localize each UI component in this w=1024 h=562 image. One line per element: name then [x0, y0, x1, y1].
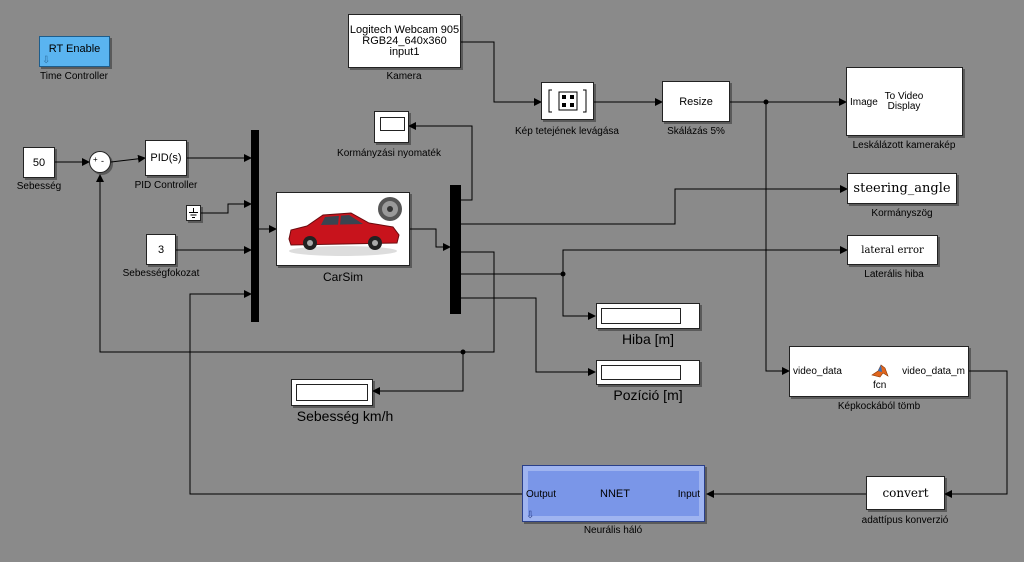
wire-speed-feedback — [96, 174, 495, 353]
hiba-display-value — [601, 308, 681, 324]
nnet-label: Neurális háló — [583, 525, 643, 536]
car-icon — [288, 197, 402, 256]
wire-branch-to-fcn — [765, 102, 790, 375]
sum-minus-sign: - — [101, 156, 104, 166]
wire-branch-to-hiba — [562, 274, 596, 320]
nnet-block[interactable]: Output NNET Input ⇩ — [522, 465, 705, 522]
convert-text: convert — [882, 486, 929, 500]
junction-speed — [460, 349, 466, 355]
wire-sum-to-pid — [110, 154, 146, 163]
video-display-line2: Display — [887, 101, 921, 112]
wire-ground-to-mux — [201, 200, 252, 214]
webcam-label: Kamera — [386, 71, 422, 82]
video-display-label: Leskálázott kamerakép — [852, 140, 956, 151]
sebesseg-display-value — [296, 384, 368, 401]
video-display-block[interactable]: Image To Video Display — [846, 67, 963, 136]
convert-label: adattípus konverzió — [861, 515, 949, 526]
sebesseg-display-label: Sebesség km/h — [296, 408, 394, 424]
matlab-function-icon — [871, 364, 889, 378]
wire-demux-to-lateral — [461, 246, 848, 275]
steering-torque-label: Kormányzási nyomaték — [337, 148, 441, 159]
carsim-label: CarSim — [322, 270, 364, 284]
rt-enable-block[interactable]: RT Enable ⇩ — [39, 36, 110, 67]
crop-icon — [548, 89, 587, 113]
lateral-error-label: Laterális hiba — [864, 269, 924, 280]
video-display-title: To Video Display — [881, 92, 927, 112]
junction-lateral — [560, 271, 566, 277]
ground-block[interactable] — [186, 205, 201, 221]
steering-angle-text: steering_angle — [853, 181, 951, 196]
convert-block[interactable]: convert — [866, 476, 945, 510]
wire-demux-to-scope — [408, 122, 473, 201]
pozicio-display-value — [601, 365, 681, 380]
wire-webcam-to-crop — [461, 41, 542, 106]
fcn-label: Képkockából tömb — [837, 401, 921, 412]
junction-resize — [763, 99, 769, 105]
wire-fcn-to-convert — [944, 370, 1008, 498]
rt-enable-text: RT Enable — [48, 42, 101, 55]
webcam-block[interactable]: Logitech Webcam 905 RGB24_640x360 input1 — [348, 14, 461, 68]
down-arrow-icon: ⇩ — [42, 55, 51, 66]
hiba-display[interactable] — [596, 303, 700, 329]
scope-screen-icon — [380, 117, 405, 131]
webcam-name: Logitech Webcam 905 — [349, 23, 460, 36]
carsim-block[interactable] — [276, 192, 410, 266]
video-display-line1: To Video — [884, 91, 924, 102]
speed-constant-block[interactable]: 50 — [23, 147, 55, 178]
hiba-display-label: Hiba [m] — [621, 331, 675, 347]
pid-controller-block[interactable]: PID(s) — [145, 140, 187, 176]
resize-label: Skálázás 5% — [667, 126, 725, 137]
wire-nnet-to-mux — [189, 290, 522, 495]
gear-constant-label: Sebességfokozat — [122, 268, 200, 279]
sebesseg-display[interactable] — [291, 379, 373, 406]
lateral-error-text: lateral error — [861, 244, 924, 256]
fcn-output-port: video_data_m — [902, 366, 965, 377]
crop-block[interactable] — [541, 82, 594, 120]
nnet-output-port: Output — [526, 489, 557, 500]
video-display-image-port: Image — [850, 97, 878, 108]
steering-torque-scope[interactable] — [374, 111, 409, 143]
steering-angle-block[interactable]: steering_angle — [847, 173, 957, 204]
wire-demux-to-steering — [461, 185, 848, 225]
wire-branch-to-sebesseg — [372, 352, 464, 395]
pozicio-display-label: Pozíció [m] — [613, 387, 683, 403]
resize-block[interactable]: Resize — [662, 81, 730, 122]
ground-icon — [189, 208, 198, 218]
sum-block[interactable]: + - — [89, 151, 111, 173]
gear-constant-value: 3 — [157, 243, 165, 256]
steering-angle-label: Kormányszög — [871, 208, 933, 219]
gear-constant-block[interactable]: 3 — [146, 234, 176, 265]
nnet-text: NNET — [600, 488, 630, 500]
wire-carsim-to-demux — [410, 228, 451, 251]
pid-text: PID(s) — [150, 152, 182, 164]
webcam-format: RGB24_640x360 — [362, 34, 447, 47]
down-arrow-icon: ⇩ — [526, 510, 535, 521]
pid-controller-label: PID Controller — [134, 180, 198, 191]
fcn-input-port: video_data — [793, 366, 842, 377]
demux-block[interactable] — [450, 185, 461, 314]
crop-label: Kép tetejének levágása — [515, 126, 619, 137]
webcam-input: input1 — [389, 45, 420, 58]
resize-text: Resize — [679, 95, 713, 108]
speed-constant-value: 50 — [32, 156, 46, 169]
lateral-error-block[interactable]: lateral error — [847, 235, 938, 265]
rt-enable-label: Time Controller — [40, 71, 108, 82]
speed-constant-label: Sebesség — [16, 181, 62, 192]
fcn-block[interactable]: video_data video_data_m fcn — [789, 346, 969, 397]
pozicio-display[interactable] — [596, 360, 700, 385]
nnet-input-port: Input — [677, 489, 700, 500]
wire-demux-to-pozicio — [461, 297, 596, 376]
sum-plus-sign: + — [93, 155, 98, 164]
fcn-text: fcn — [873, 380, 887, 391]
mux-block[interactable] — [251, 130, 259, 322]
